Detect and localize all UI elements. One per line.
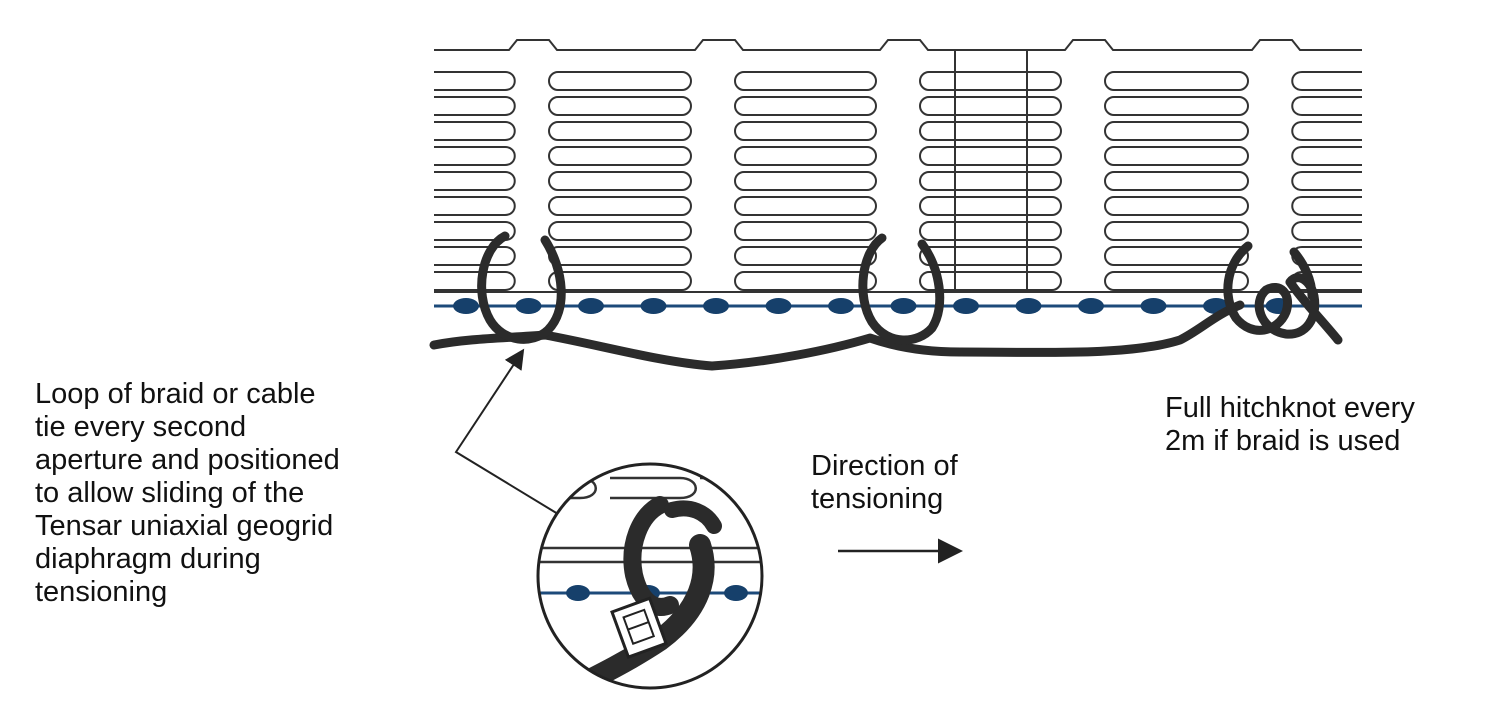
uniaxial-geogrid <box>434 39 1362 293</box>
bodkin-bead <box>578 298 604 314</box>
bodkin-line <box>434 298 1362 314</box>
callout-arrow <box>454 348 559 515</box>
bodkin-bead <box>1078 298 1104 314</box>
hitchknot-tail <box>1289 247 1317 301</box>
bodkin-bead <box>515 298 542 314</box>
bodkin-bead <box>1140 298 1167 314</box>
bodkin-bead <box>640 298 667 314</box>
label-direction-of-tensioning: Direction of tensioning <box>811 450 958 515</box>
label-hitchknot: Full hitchknot every 2m if braid is used <box>1165 392 1415 457</box>
bodkin-beads <box>453 298 1292 314</box>
bodkin-bead <box>890 298 917 314</box>
hitchknot <box>1223 241 1343 345</box>
bodkin-bead <box>453 298 479 314</box>
bodkin-bead <box>765 298 792 314</box>
cable-tie-detail-circle <box>536 462 764 690</box>
label-loop-tie: Loop of braid or cable tie every second … <box>35 378 340 608</box>
braid-loop-1 <box>477 231 566 344</box>
bodkin-bead <box>703 298 729 314</box>
braid <box>429 231 1343 371</box>
bodkin-bead <box>953 298 979 314</box>
bodkin-bead <box>828 298 854 314</box>
cable-tie-head <box>610 596 668 660</box>
braid-loop-2 <box>858 233 945 345</box>
bodkin-bead <box>1015 298 1042 314</box>
